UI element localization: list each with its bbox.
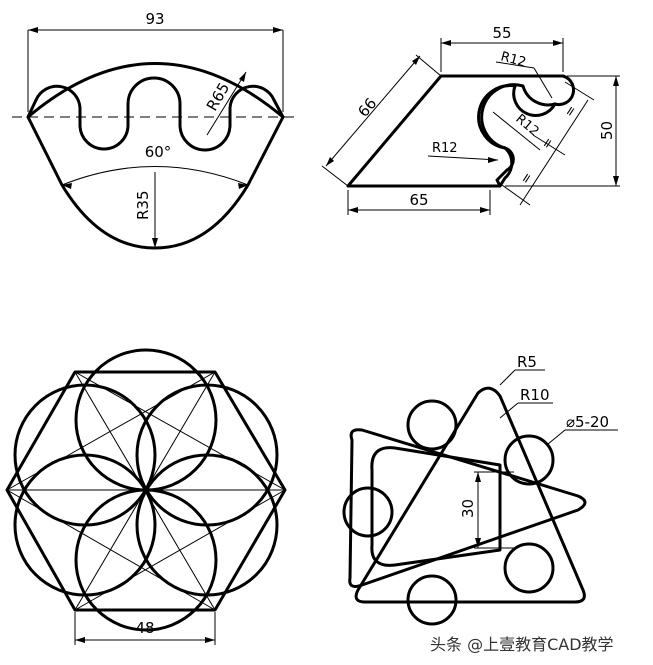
- inner-slot-arc: [477, 84, 557, 150]
- r35-arrow: [152, 238, 158, 248]
- drawing-1: 93 R65 60° R35: [12, 10, 296, 250]
- scallop-middle: [126, 76, 182, 106]
- equal-mark-2: =: [539, 135, 558, 152]
- r12-mid-leader: [492, 111, 541, 151]
- triangle-large: [354, 386, 586, 604]
- width-label: 93: [145, 10, 164, 28]
- drawing-3: 48: [5, 348, 287, 645]
- lower-notch-arc: [498, 146, 514, 188]
- equal-dimension-line: [519, 99, 589, 206]
- drawing-4: 30 R5 R10 ⌀5-20: [342, 353, 618, 626]
- circle-upper-right: [135, 383, 279, 527]
- circle-b: [503, 434, 555, 486]
- ext-66-bottom: [321, 165, 349, 187]
- scallop-left: [34, 84, 82, 110]
- height-dimension-label: 50: [598, 121, 616, 140]
- side-left: [26, 98, 38, 119]
- r12-top-underline: [495, 61, 535, 69]
- slant-dimension-label: 66: [354, 94, 380, 120]
- r12-top-label: R12: [499, 49, 528, 70]
- triangle-right: [348, 428, 587, 588]
- r65-leader: [206, 71, 247, 136]
- r12-left-label: R12: [432, 141, 458, 156]
- outer-profile: [26, 62, 285, 250]
- bottom-dimension-label: 65: [409, 191, 428, 209]
- circle-upper-left: [13, 383, 157, 527]
- equal-mark-1: =: [562, 103, 581, 120]
- ext-66-top: [415, 54, 442, 77]
- height-label-30: 30: [459, 499, 477, 518]
- r10-label: R10: [520, 386, 550, 404]
- circle-lower-right: [135, 453, 279, 597]
- circle-a: [406, 399, 458, 451]
- pocket-left: [78, 102, 130, 151]
- drawing-2: 55 R12 66 R12 R12 65 50 =: [321, 24, 620, 215]
- circle-c: [342, 486, 394, 538]
- r12-top-leader: [533, 67, 553, 99]
- top-dimension-label: 55: [492, 24, 511, 42]
- watermark: 头条 @上壹教育CAD教学: [430, 635, 614, 654]
- r65-arrow: [239, 72, 246, 82]
- r10-leader: [499, 402, 519, 419]
- r12-left-arrow: [488, 157, 498, 163]
- pocket-right: [178, 102, 232, 152]
- hexagon-bold: [5, 370, 287, 612]
- r35-label: R35: [134, 190, 152, 220]
- circle-d: [503, 542, 555, 594]
- r5-leader: [499, 369, 516, 386]
- dimension-line-66: [325, 55, 421, 167]
- triangle-inner: [370, 446, 502, 567]
- side-right: [272, 98, 285, 119]
- circle-e: [406, 574, 458, 626]
- r12-left-leader: [427, 155, 499, 161]
- angle-label: 60°: [145, 143, 172, 161]
- width-label-48: 48: [135, 619, 154, 637]
- diameter-leader: [547, 429, 566, 445]
- wedge-profile: [346, 74, 576, 188]
- scallop-right: [228, 84, 276, 110]
- r5-label: R5: [517, 353, 537, 371]
- circle-lower-left: [13, 453, 157, 597]
- equal-ext-1: [564, 81, 595, 101]
- equal-ext-2: [532, 134, 566, 156]
- equal-ext-3: [501, 184, 531, 206]
- diameter-label: ⌀5-20: [566, 413, 609, 431]
- angle-arc: [61, 166, 249, 186]
